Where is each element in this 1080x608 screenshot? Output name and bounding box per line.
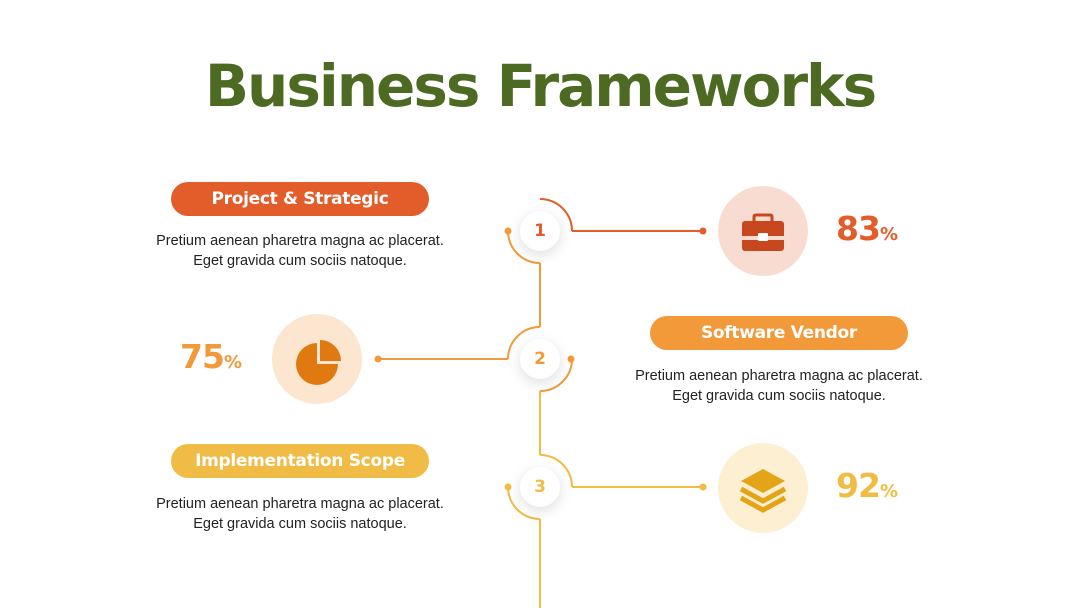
project-strategic-label: Project & Strategic — [171, 182, 429, 216]
implementation-scope-percent: 92% — [836, 466, 898, 505]
layers-icon-circle — [718, 443, 808, 533]
description-line: Pretium aenean pharetra magna ac placera… — [156, 496, 444, 512]
description-line: Eget gravida cum sociis natoque. — [193, 253, 407, 269]
step-3-end-dot — [699, 483, 707, 491]
step-1-arc — [539, 198, 573, 232]
software-vendor-label: Software Vendor — [650, 316, 908, 350]
step-2-dot — [567, 355, 575, 363]
software-vendor-description: Pretium aenean pharetra magna ac placera… — [609, 366, 949, 406]
project-strategic-percent: 83% — [836, 209, 898, 248]
pie-chart-icon-circle — [272, 314, 362, 404]
briefcase-icon-circle — [718, 186, 808, 276]
step-1-end-dot — [699, 227, 707, 235]
description-line: Pretium aenean pharetra magna ac placera… — [156, 233, 444, 249]
step-3-dot — [504, 483, 512, 491]
description-line: Pretium aenean pharetra magna ac placera… — [635, 368, 923, 384]
implementation-scope-label: Implementation Scope — [171, 444, 429, 478]
percent-symbol: % — [879, 224, 898, 245]
description-line: Eget gravida cum sociis natoque. — [193, 516, 407, 532]
layers-icon — [739, 469, 787, 513]
step-3-badge: 3 — [520, 467, 560, 507]
description-line: Eget gravida cum sociis natoque. — [672, 388, 886, 404]
percent-value: 92 — [836, 466, 881, 505]
percent-value: 75 — [180, 337, 225, 376]
step-1-dot — [504, 227, 512, 235]
briefcase-icon — [742, 213, 784, 251]
percent-value: 83 — [836, 209, 881, 248]
software-vendor-percent: 75% — [180, 337, 242, 376]
percent-symbol: % — [879, 481, 898, 502]
step-3-arc-left — [507, 486, 541, 520]
pie-chart-icon — [296, 340, 341, 385]
step-1-arc-left — [507, 230, 541, 264]
step-2-badge: 2 — [520, 339, 560, 379]
page-title: Business Frameworks — [204, 52, 877, 120]
step-2-arc — [507, 326, 541, 360]
step-1-badge: 1 — [520, 211, 560, 251]
percent-symbol: % — [223, 352, 242, 373]
step-2-end-dot — [374, 355, 382, 363]
step-3-arc — [539, 454, 573, 488]
implementation-scope-description: Pretium aenean pharetra magna ac placera… — [130, 494, 470, 534]
step-2-arc-right — [539, 358, 573, 392]
project-strategic-description: Pretium aenean pharetra magna ac placera… — [130, 231, 470, 271]
